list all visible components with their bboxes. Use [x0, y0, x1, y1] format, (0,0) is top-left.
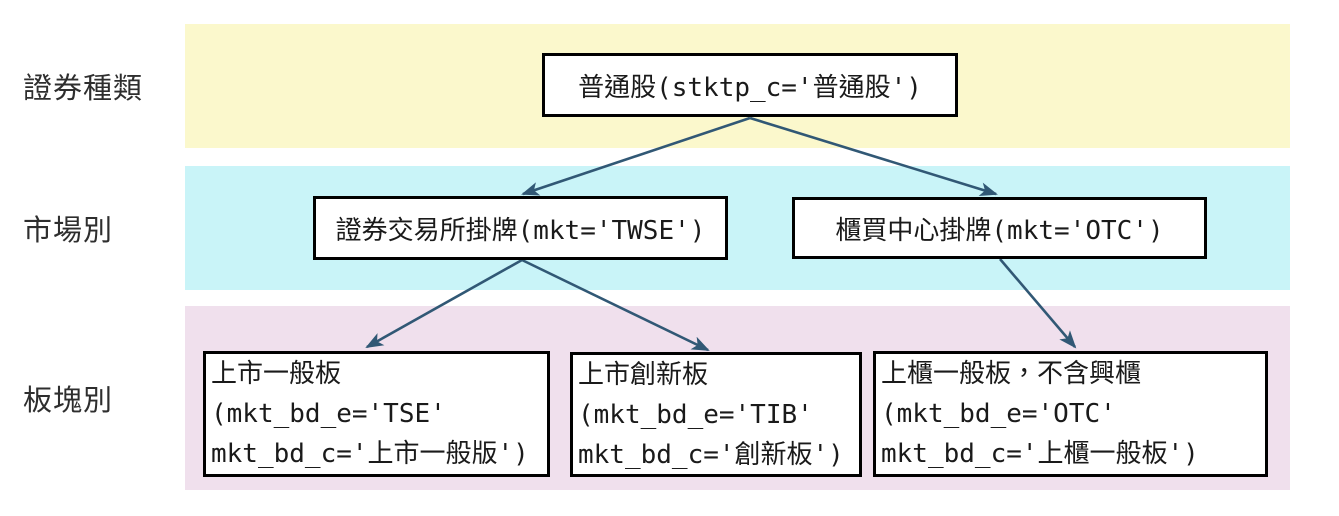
- node-otc-general-board-line2: (mkt_bd_e='OTC': [881, 399, 1116, 429]
- node-otc-general-board: 上櫃一般板，不含興櫃 (mkt_bd_e='OTC' mkt_bd_c='上櫃一…: [873, 351, 1268, 477]
- node-tib-innovation-board-line2: (mkt_bd_e='TIB': [578, 399, 813, 430]
- node-tse-general-board: 上市一般板 (mkt_bd_e='TSE' mkt_bd_c='上市一般版'): [203, 351, 550, 477]
- node-otc-general-board-line3: mkt_bd_c='上櫃一般板'): [881, 439, 1199, 469]
- node-tse-general-board-line3: mkt_bd_c='上市一般版'): [211, 439, 529, 469]
- row-label-board: 板塊別: [23, 385, 114, 417]
- node-tib-innovation-board: 上市創新板 (mkt_bd_e='TIB' mkt_bd_c='創新板'): [570, 352, 862, 477]
- node-tib-innovation-board-line1: 上市創新板: [578, 359, 709, 390]
- node-common-stock: 普通股(stktp_c='普通股'): [542, 53, 958, 117]
- row-label-market: 市場別: [23, 215, 114, 247]
- node-common-stock-label: 普通股(stktp_c='普通股'): [578, 72, 922, 103]
- row-label-security-type: 證券種類: [23, 73, 144, 105]
- node-twse-listed-label: 證券交易所掛牌(mkt='TWSE'): [335, 215, 706, 246]
- node-otc-listed-label: 櫃買中心掛牌(mkt='OTC'): [835, 215, 1164, 246]
- node-tse-general-board-line1: 上市一般板: [211, 359, 342, 389]
- node-tib-innovation-board-line3: mkt_bd_c='創新板'): [578, 439, 844, 470]
- node-tse-general-board-line2: (mkt_bd_e='TSE': [211, 399, 446, 429]
- node-otc-listed: 櫃買中心掛牌(mkt='OTC'): [792, 197, 1207, 259]
- node-otc-general-board-line1: 上櫃一般板，不含興櫃: [881, 359, 1142, 389]
- node-twse-listed: 證券交易所掛牌(mkt='TWSE'): [313, 196, 728, 260]
